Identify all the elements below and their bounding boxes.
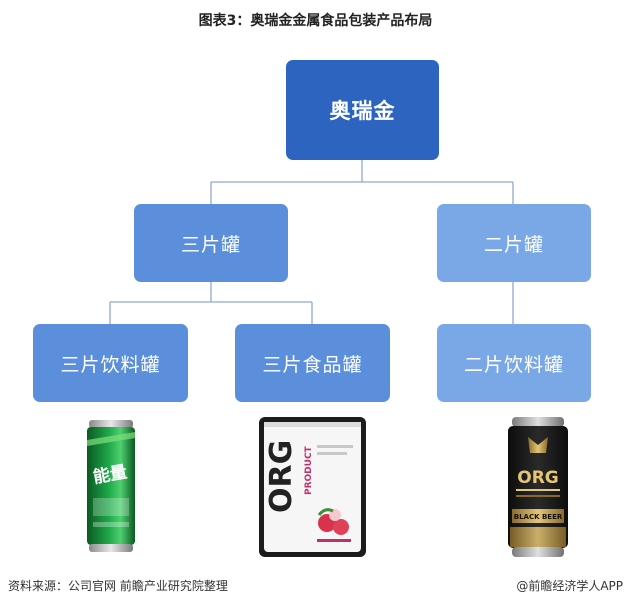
pouch-sub-text: PRODUCT [304,445,314,495]
node-aoruijin: 奥瑞金 [286,60,439,160]
node-three-piece-beverage-can: 三片饮料罐 [33,324,188,402]
node-three-piece-food-can: 三片食品罐 [235,324,390,402]
node-three-piece-can: 三片罐 [134,204,288,282]
white-food-pouch: ORG PRODUCT [259,417,366,557]
brand-credit: @前瞻经济学人APP [516,579,623,593]
black-beer-can: ORG BLACK BEER [508,417,568,557]
pouch-brand-text: ORG [264,440,299,513]
node-two-piece-beverage-can: 二片饮料罐 [437,324,591,402]
beer-can-sub-text: BLACK BEER [514,513,563,521]
beer-can-brand-text: ORG [517,468,559,488]
diagram-title: 图表3：奥瑞金金属食品包装产品布局 [198,13,433,29]
green-energy-drink-can: 能量 [87,420,135,552]
source-note: 资料来源：公司官网 前瞻产业研究院整理 [8,579,228,593]
node-two-piece-can: 二片罐 [437,204,591,282]
